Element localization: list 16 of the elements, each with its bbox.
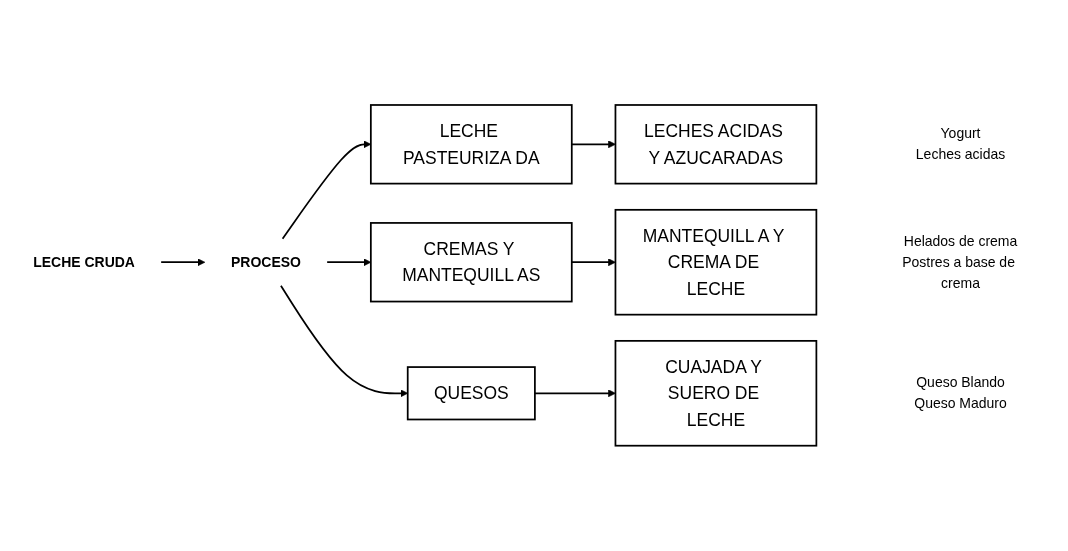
arrow xyxy=(534,389,616,398)
node-text: PROCESO xyxy=(231,254,301,270)
arrow xyxy=(160,258,206,267)
node-label: Helados de crema xyxy=(903,233,1018,249)
node-box: QUESOS xyxy=(406,366,536,421)
node-label: Postres a base de crema xyxy=(902,254,1015,291)
node-box: MANTEQUILL A Y CREMA DE LECHE xyxy=(614,209,818,316)
node-box: LECHE PASTEURIZA DA xyxy=(369,104,573,185)
node-label: Queso Blando xyxy=(916,375,1005,390)
node-label: Queso Maduro xyxy=(914,396,1007,411)
node-box: CREMAS Y MANTEQUILL AS xyxy=(369,222,573,303)
node-text: LECHE CRUDA xyxy=(33,254,135,270)
node-label: Yogurt xyxy=(940,126,981,141)
node-box: LECHES ACIDAS Y AZUCARADAS xyxy=(614,104,818,185)
node-box: CUAJADA Y SUERO DE LECHE xyxy=(614,340,818,447)
node-label: Leches acidas xyxy=(915,147,1006,162)
